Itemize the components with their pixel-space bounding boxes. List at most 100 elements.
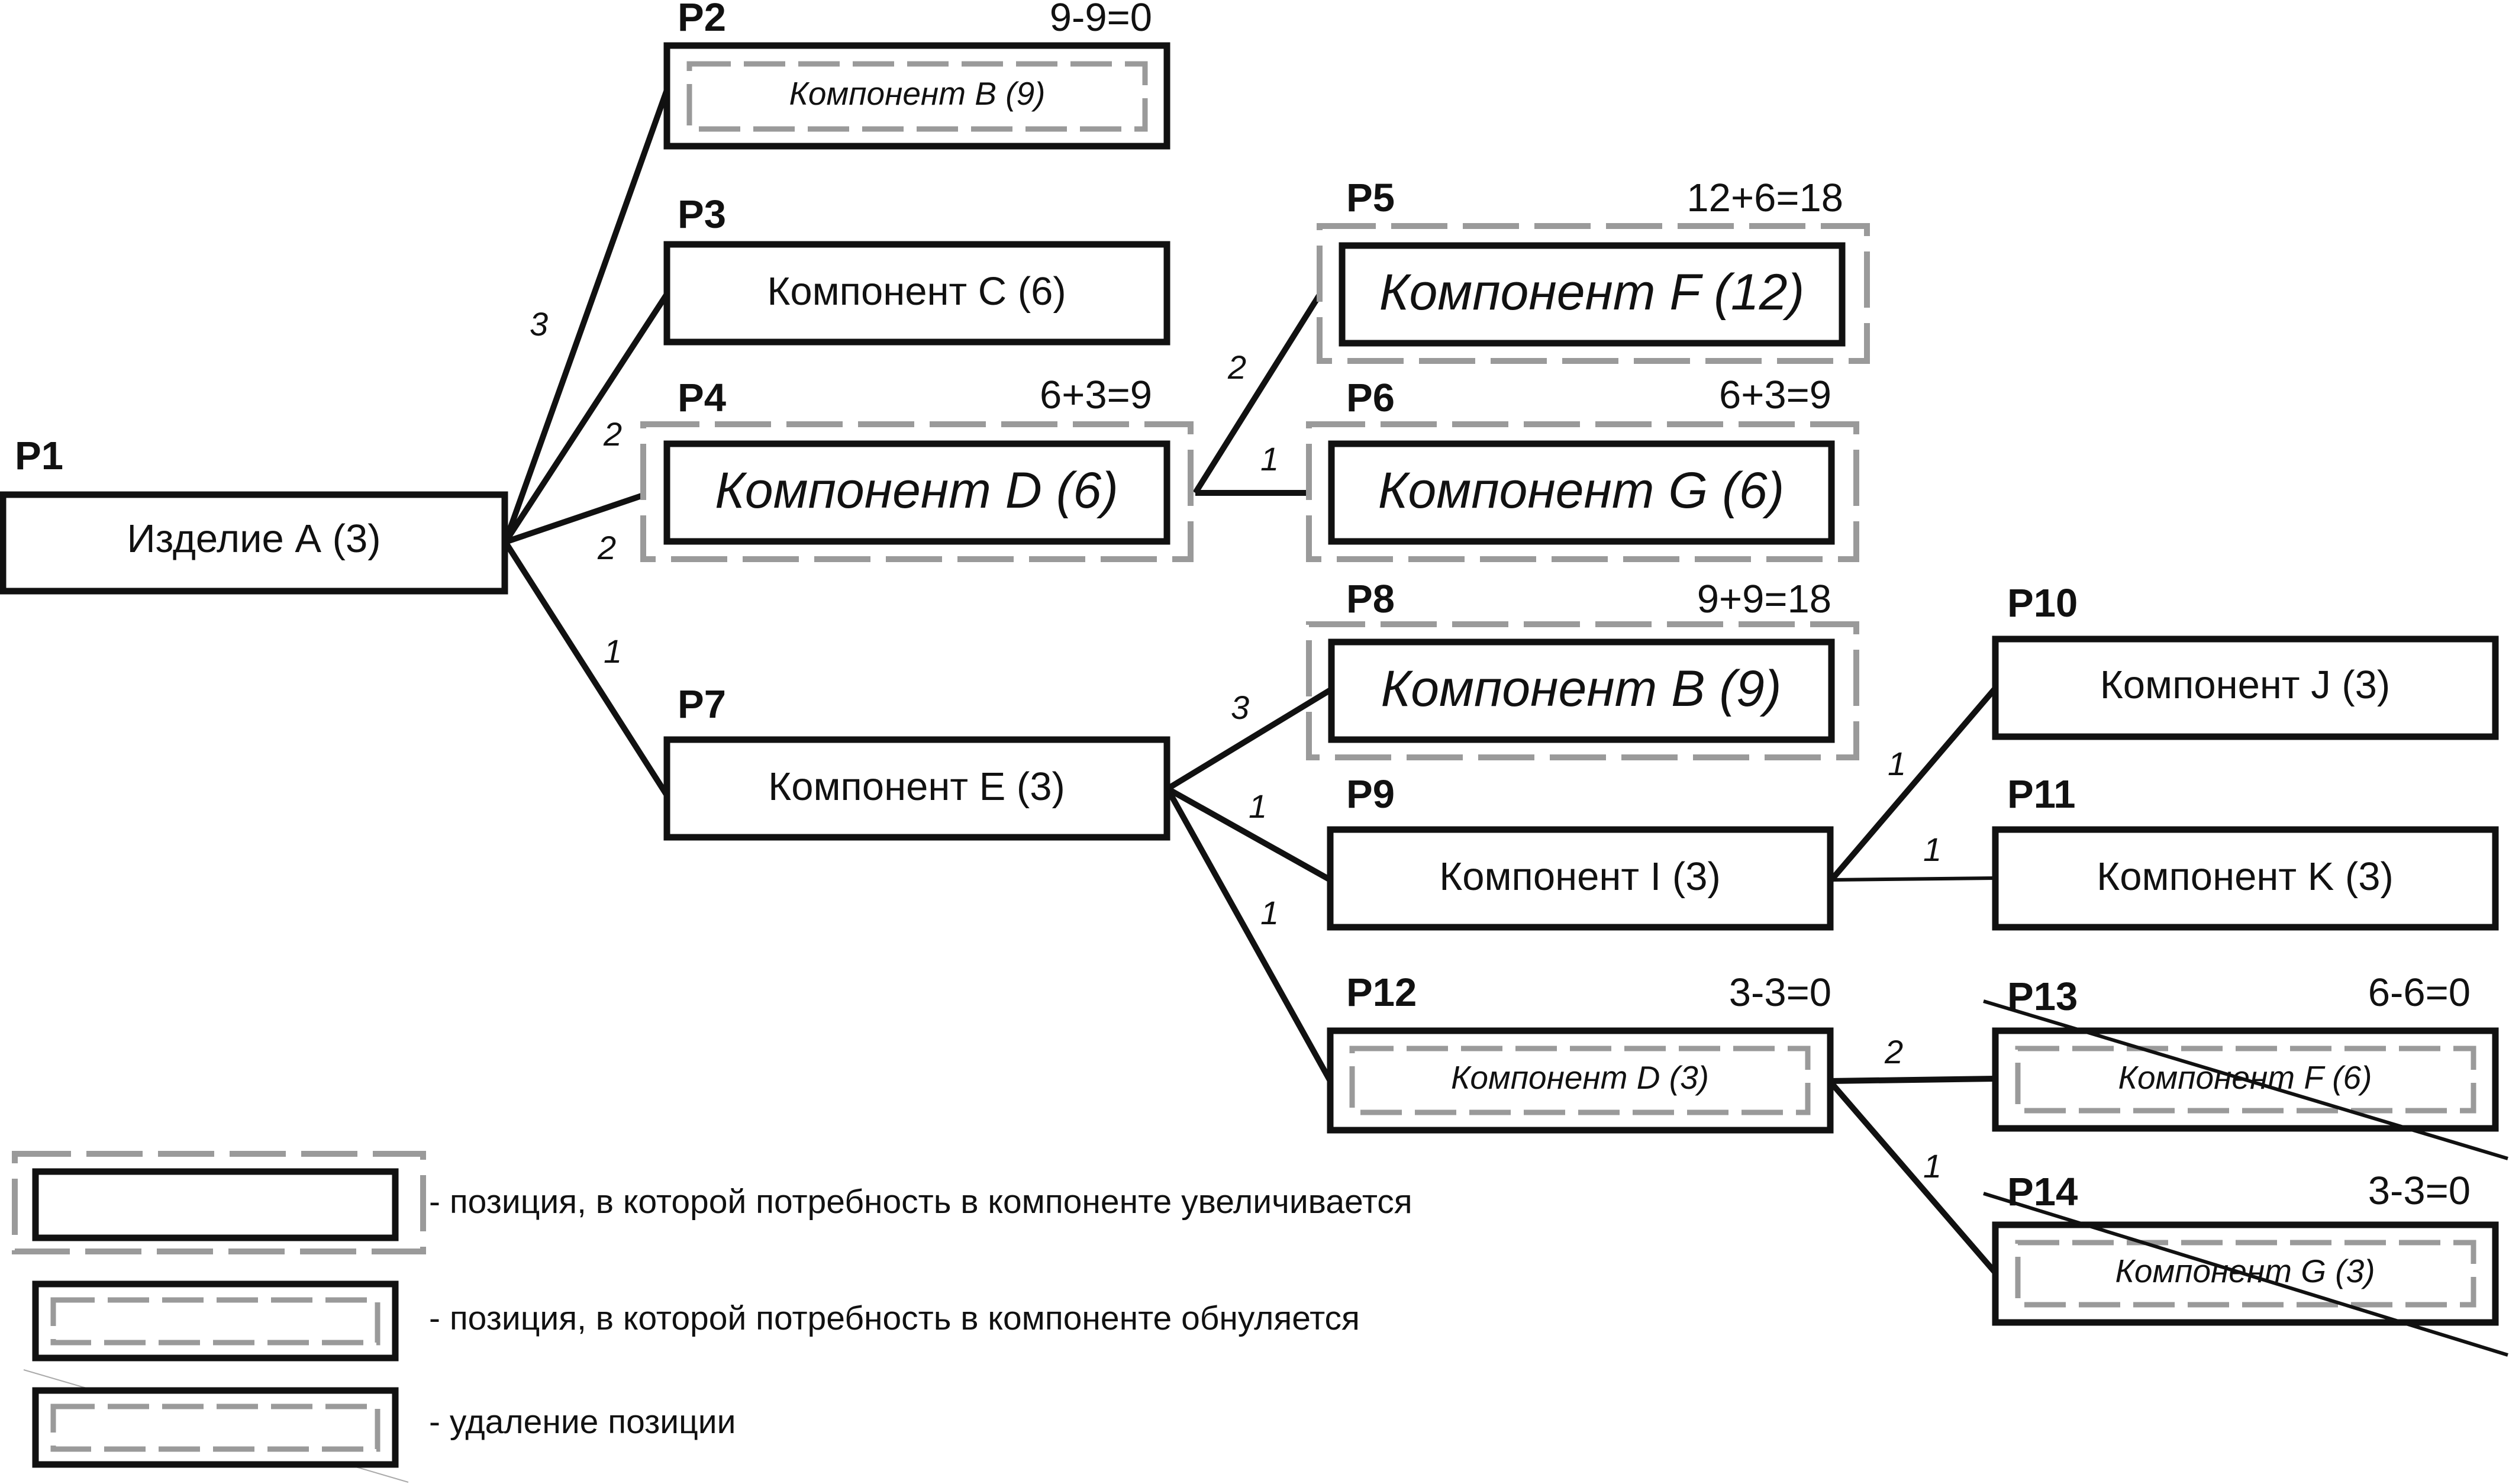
node-label: Компонент С (6) [767, 269, 1066, 314]
legend-delete-box [32, 1387, 399, 1468]
node-p8: P8 9+9=18 Компонент B (9) [1306, 577, 1859, 760]
node-box [1339, 242, 1846, 347]
legend-increase-outer [12, 1151, 426, 1254]
node-label: Компонент G (3) [2115, 1253, 2375, 1289]
increase-marker [640, 421, 1194, 562]
edge-p1-p7 [502, 540, 670, 797]
node-box [1328, 440, 1835, 545]
node-p7: P7 Компонент E (3) [663, 682, 1170, 841]
edge-labels: 3 2 2 1 2 1 3 1 1 1 1 2 1 [530, 305, 1942, 1185]
increase-marker [1306, 421, 1859, 562]
node-p9: P9 Компонент I (3) [1327, 772, 1834, 931]
node-label: Компонент K (3) [2097, 854, 2394, 899]
zeroed-marker [686, 61, 1148, 132]
edge-label-p1-p4: 2 [597, 529, 616, 566]
node-box [663, 241, 1170, 346]
position-label: P14 [2007, 1170, 2078, 1214]
node-label: Компонент F (12) [1379, 264, 1804, 321]
node-p10: P10 Компонент J (3) [1992, 581, 2499, 740]
edge-p9-p10 [1829, 686, 1998, 882]
node-p14: P14 3-3=0 Компонент G (3) [1983, 1169, 2508, 1357]
quantity-calc: 9+9=18 [1697, 577, 1831, 621]
edge-p9-p11 [1831, 876, 1996, 882]
node-label: Компонент D (3) [1451, 1059, 1709, 1096]
quantity-calc: 9-9=0 [1050, 0, 1152, 40]
zeroed-marker [2015, 1240, 2476, 1308]
increase-marker [1317, 223, 1870, 364]
position-label: P10 [2007, 581, 2078, 625]
edge-label-p7-p12: 1 [1260, 894, 1279, 931]
strike-through [1983, 1192, 2508, 1357]
position-label: P9 [1346, 772, 1395, 817]
legend-increase-text: - позиция, в которой потребность в компо… [429, 1183, 1412, 1221]
edge-p12-p14 [1827, 1079, 1998, 1275]
edge-p1-p4 [504, 493, 643, 545]
node-label: Компонент I (3) [1439, 854, 1721, 899]
legend-zero-text: - позиция, в которой потребность в компо… [429, 1299, 1360, 1337]
legend-zero-box [32, 1280, 399, 1362]
edge-p7-p9 [1166, 786, 1332, 883]
edge-label-p1-p3: 2 [603, 415, 622, 453]
edge-p1-p3 [502, 292, 670, 544]
legend-item-increase: - позиция, в которой потребность в компо… [12, 1151, 1412, 1254]
edge-label-p7-p9: 1 [1249, 788, 1267, 825]
quantity-calc: 3-3=0 [1729, 970, 1831, 1015]
zeroed-marker [2015, 1046, 2476, 1114]
edge-label-p9-p11: 1 [1923, 831, 1942, 868]
quantity-calc: 6+3=9 [1040, 373, 1152, 417]
connector-lines [502, 89, 1998, 1275]
node-p3: P3 Компонент С (6) [663, 192, 1170, 346]
quantity-calc: 6-6=0 [2368, 970, 2471, 1015]
node-box [1992, 635, 2499, 740]
position-label: P12 [1346, 970, 1417, 1015]
node-p2: P2 9-9=0 Компонент В (9) [663, 0, 1170, 150]
legend-item-zero: - позиция, в которой потребность в компо… [32, 1280, 1360, 1362]
edge-label-p1-p2: 3 [530, 305, 548, 343]
edge-p7-p8 [1166, 686, 1333, 792]
node-p1: P1 Изделие А (3) [0, 434, 508, 595]
node-p6: P6 6+3=9 Компонент G (6) [1306, 373, 1859, 562]
edge-p7-p12 [1165, 787, 1333, 1083]
position-label: P2 [678, 0, 726, 40]
node-box [1327, 826, 1834, 931]
legend-increase-box [32, 1168, 399, 1241]
node-label: Компонент D (6) [715, 462, 1118, 519]
node-label: Компонент E (3) [768, 764, 1065, 809]
edge-label-p4-p6: 1 [1260, 440, 1279, 478]
node-p4: P4 6+3=9 Компонент D (6) [640, 373, 1194, 562]
edge-label-p7-p8: 3 [1231, 689, 1249, 726]
legend: - позиция, в которой потребность в компо… [12, 1151, 1412, 1483]
quantity-calc: 12+6=18 [1686, 176, 1843, 220]
edge-p4-p5 [1192, 293, 1323, 495]
node-label: Компонент J (3) [2100, 663, 2390, 707]
node-label: Изделие А (3) [127, 517, 380, 561]
node-box [1328, 638, 1835, 743]
position-label: P5 [1346, 176, 1395, 220]
node-box [0, 491, 508, 595]
edge-label-p9-p10: 1 [1888, 745, 1906, 782]
node-box [663, 440, 1170, 545]
edge-label-p12-p13: 2 [1884, 1033, 1903, 1070]
legend-zero-dashes [50, 1297, 380, 1346]
node-box [1992, 826, 2499, 931]
edge-label-p1-p7: 1 [604, 633, 622, 670]
increase-marker [1306, 621, 1859, 760]
node-box [663, 736, 1170, 841]
edge-label-p12-p14: 1 [1923, 1147, 1942, 1185]
strike-through [1983, 999, 2508, 1160]
node-p11: P11 Компонент K (3) [1992, 772, 2499, 931]
node-p12: P12 3-3=0 Компонент D (3) [1327, 970, 1834, 1134]
node-label: Компонент F (6) [2118, 1059, 2372, 1096]
edge-p12-p13 [1829, 1076, 1996, 1084]
position-label: P4 [678, 376, 726, 420]
position-label: P1 [15, 434, 63, 478]
quantity-calc: 3-3=0 [2368, 1169, 2471, 1213]
edge-label-p4-p5: 2 [1227, 349, 1246, 386]
node-label: Компонент B (9) [1381, 660, 1782, 717]
node-p5: P5 12+6=18 Компонент F (12) [1317, 176, 1870, 364]
edge-p1-p2 [502, 89, 670, 543]
legend-delete-text: - удаление позиции [429, 1403, 736, 1441]
legend-delete-dashes [50, 1404, 380, 1452]
node-label: Компонент G (6) [1378, 462, 1785, 519]
